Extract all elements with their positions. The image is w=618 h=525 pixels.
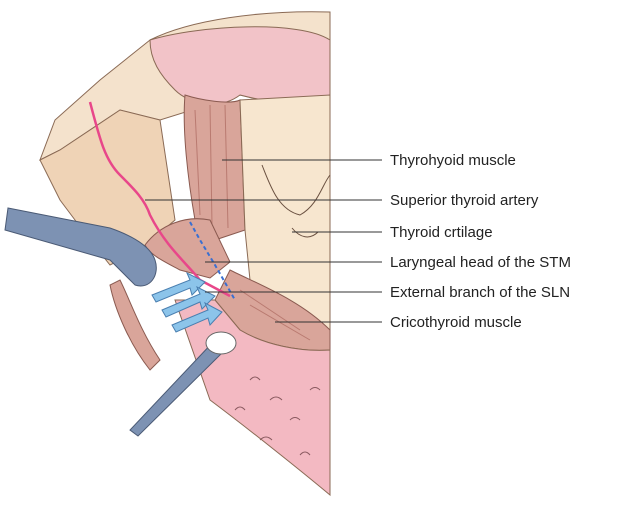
label-thyroid-cartilage: Thyroid crtilage xyxy=(390,224,493,241)
label-superior-thyroid-artery: Superior thyroid artery xyxy=(390,192,539,209)
label-external-branch-sln: External branch of the SLN xyxy=(390,284,570,301)
label-laryngeal-head-stm: Laryngeal head of the STM xyxy=(390,254,571,271)
forceps-tip-swab xyxy=(206,332,236,354)
hyoid-pad xyxy=(150,27,330,104)
label-cricothyroid-muscle: Cricothyroid muscle xyxy=(390,314,522,331)
strap-muscle xyxy=(110,280,160,370)
label-thyrohyoid-muscle: Thyrohyoid muscle xyxy=(390,152,516,169)
thyrohyoid-muscle xyxy=(184,95,245,240)
